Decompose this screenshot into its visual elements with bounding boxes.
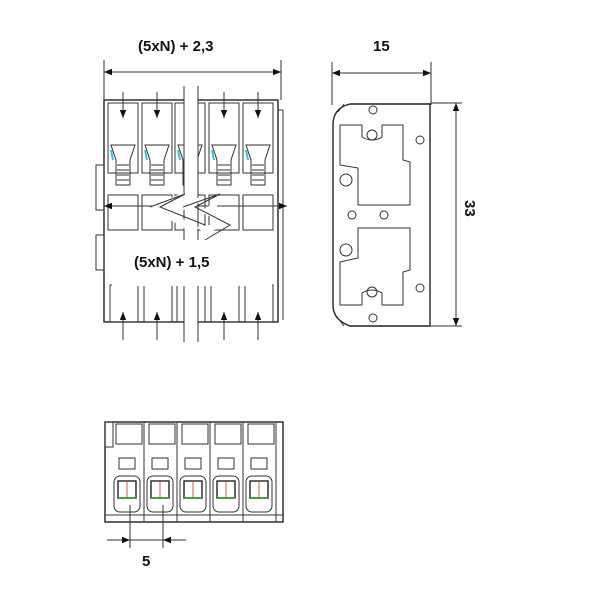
side-height-dimension-label: 33 xyxy=(461,200,478,217)
upper-cavity xyxy=(339,124,411,206)
wire-entry-outer xyxy=(212,475,240,513)
release-lever xyxy=(247,423,275,445)
middle-section xyxy=(107,194,139,231)
spring-contact xyxy=(245,144,271,186)
edge-detail xyxy=(337,103,345,327)
label-box xyxy=(112,240,272,286)
test-opening xyxy=(184,457,202,470)
latch-tab xyxy=(104,421,114,448)
release-lever xyxy=(148,423,176,445)
mounting-hole xyxy=(366,129,378,141)
test-opening xyxy=(151,457,169,470)
wire-entry-outer xyxy=(113,475,141,513)
front-poles xyxy=(113,422,277,522)
release-lever xyxy=(181,423,209,445)
lower-clamp xyxy=(210,284,240,323)
break-zigzag-fill xyxy=(150,193,230,233)
side-holes xyxy=(339,105,425,323)
side-width-dimension-label: 15 xyxy=(373,38,390,55)
pitch-dimension-label: 5 xyxy=(142,553,151,570)
top-width-dimension-label: (5xN) + 2,3 xyxy=(138,38,214,55)
side-view xyxy=(331,62,462,327)
top-inner-dimension-label: (5xN) + 1,5 xyxy=(134,254,210,271)
test-opening xyxy=(217,457,235,470)
test-opening xyxy=(118,457,136,470)
mounting-hole xyxy=(415,283,425,293)
accent-mark xyxy=(177,149,181,161)
side-outline xyxy=(332,103,431,327)
wire-entry-outer xyxy=(245,475,273,513)
spring-contact xyxy=(144,144,170,186)
mounting-hole xyxy=(366,286,378,298)
mounting-hole xyxy=(347,210,357,220)
spring-contact xyxy=(211,144,237,186)
side-latch xyxy=(95,234,105,271)
mounting-hole xyxy=(339,173,353,187)
accent-mark xyxy=(245,149,249,161)
accent-mark xyxy=(144,149,148,161)
front-view xyxy=(104,421,284,548)
accent-mark xyxy=(211,149,215,161)
mounting-hole xyxy=(415,135,425,145)
spring-contact xyxy=(110,144,136,186)
break-gap xyxy=(184,86,198,342)
lower-clamp xyxy=(109,284,139,323)
break-zigzag xyxy=(182,193,232,241)
wire-entry-outer xyxy=(146,475,174,513)
test-opening xyxy=(250,457,268,470)
mounting-hole xyxy=(368,313,378,323)
lower-cavity xyxy=(339,227,411,306)
lower-clamp xyxy=(143,284,173,323)
mounting-hole xyxy=(379,210,389,220)
wire-entry-outer xyxy=(179,475,207,513)
front-outline xyxy=(104,421,284,523)
break-zigzag xyxy=(149,193,206,226)
side-latch xyxy=(95,164,105,211)
accent-mark xyxy=(110,149,114,161)
release-lever xyxy=(115,423,143,445)
lower-clamp xyxy=(244,284,274,323)
mounting-hole xyxy=(339,243,353,257)
middle-section xyxy=(242,194,274,231)
mounting-hole xyxy=(368,105,378,115)
top-view xyxy=(95,60,287,342)
release-lever xyxy=(214,423,242,445)
